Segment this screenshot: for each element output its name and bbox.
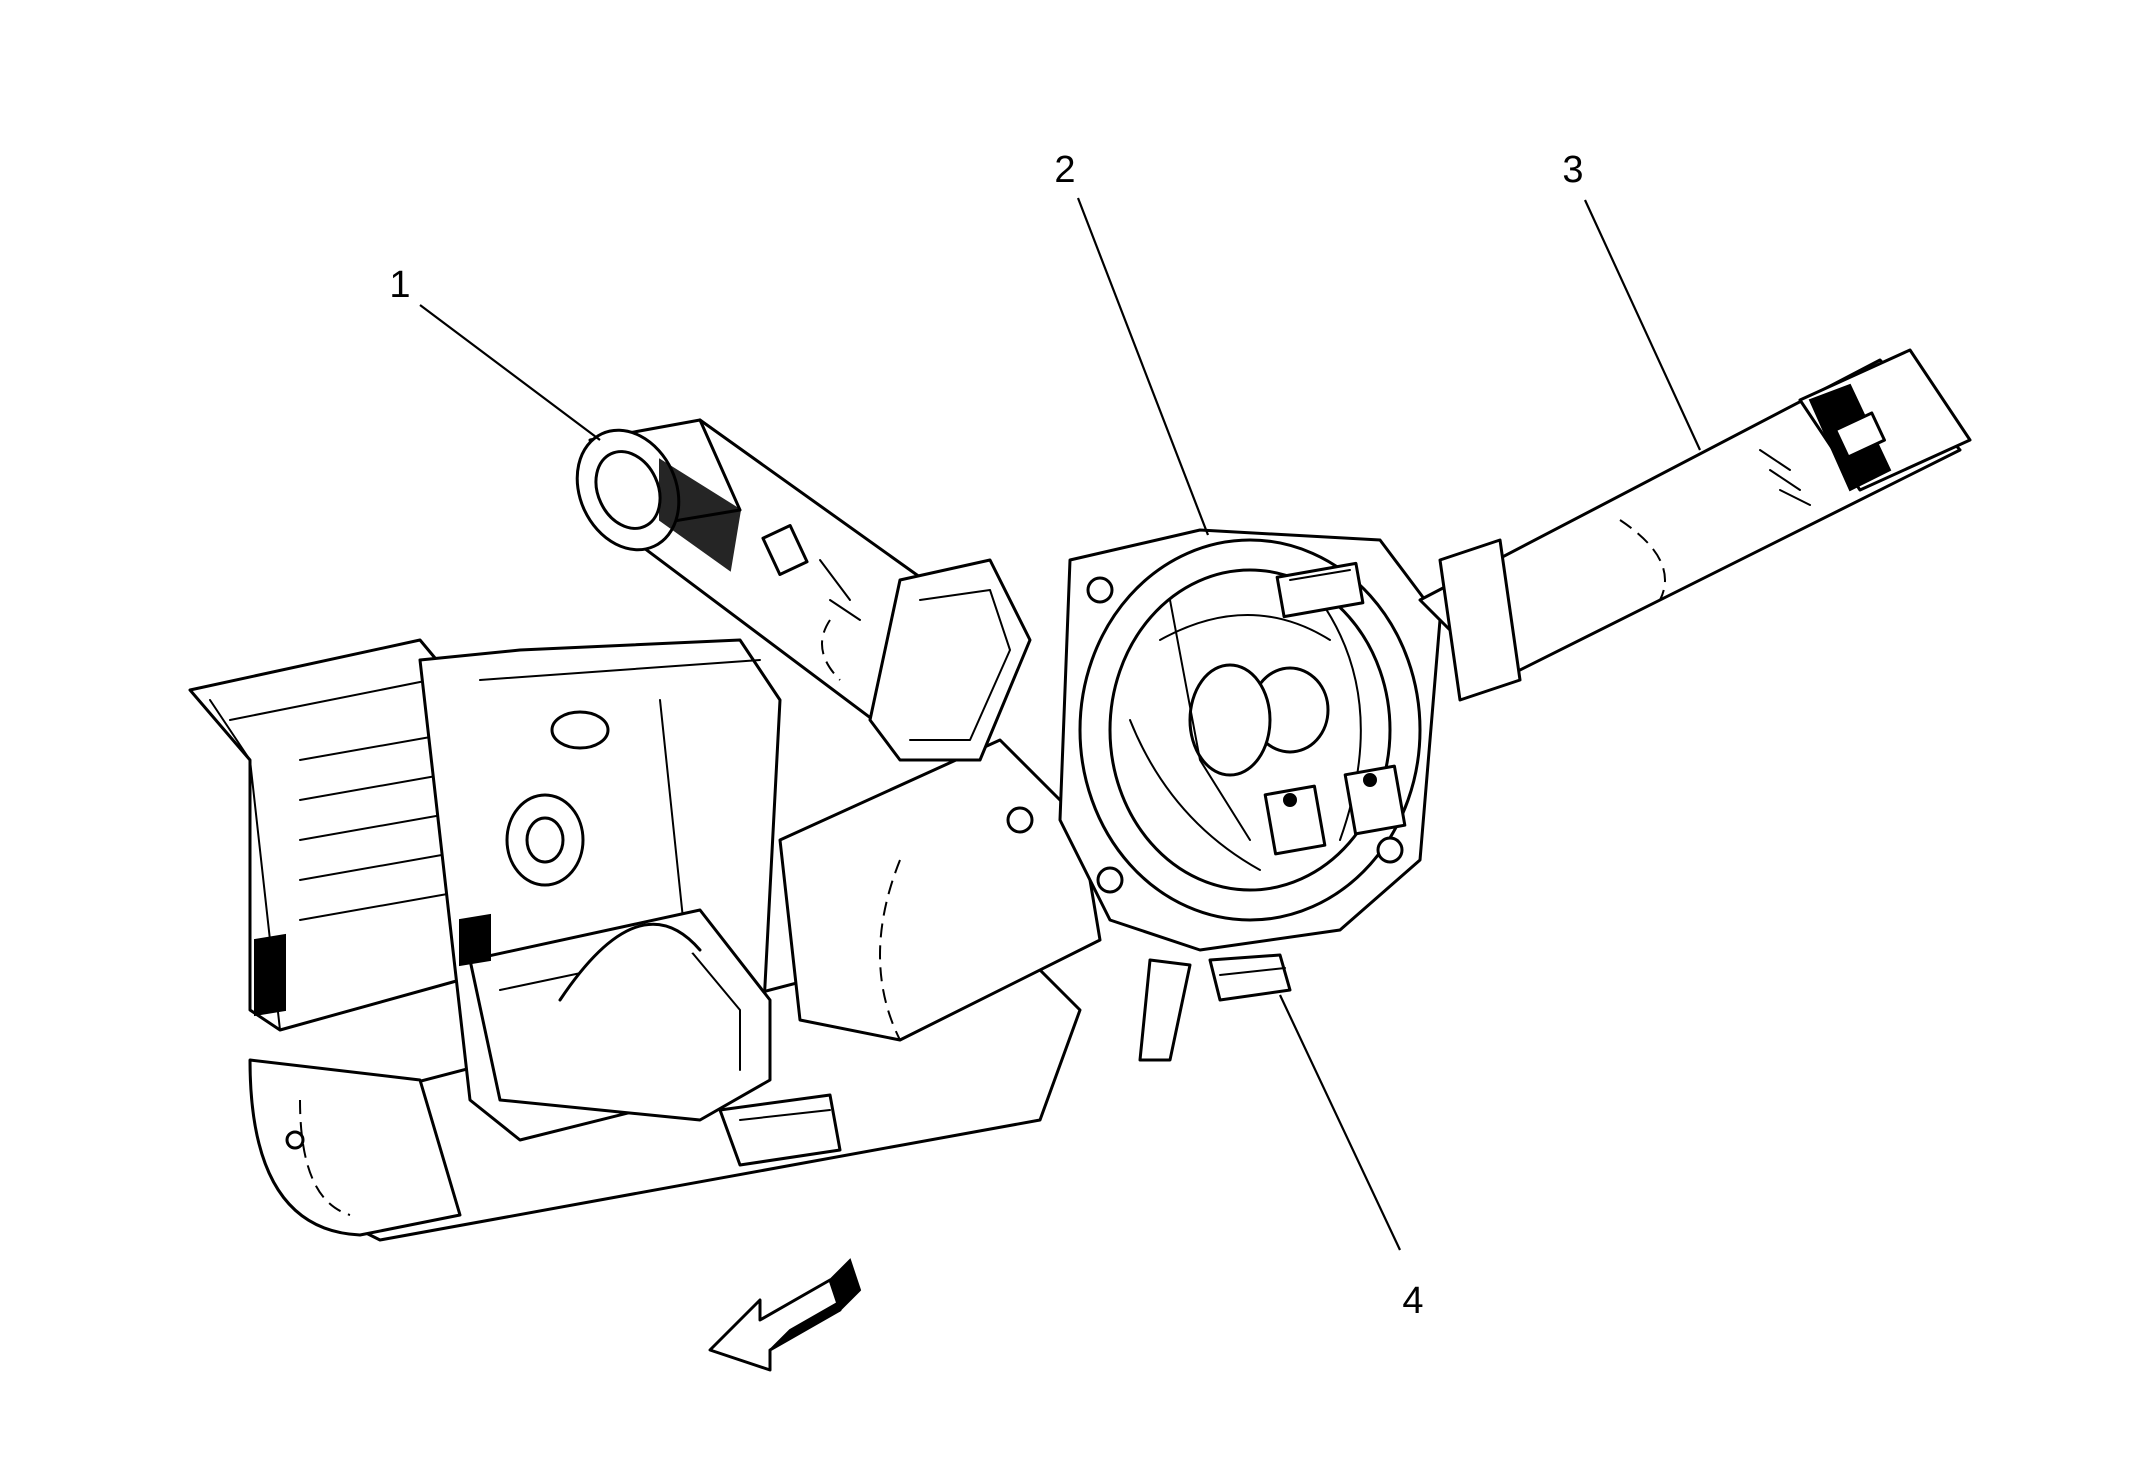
wiper-switch-lever (1418, 348, 1972, 702)
steering-column-housing (188, 638, 1102, 1242)
front-direction-arrow (708, 1258, 862, 1372)
callout-4: 4 (1402, 1280, 1423, 1322)
leader-line-2 (1076, 197, 1210, 536)
callout-1: 1 (389, 264, 410, 306)
steering-wheel-coil (1006, 528, 1442, 1062)
leader-line-4 (1279, 994, 1401, 1251)
coil-connector (1208, 953, 1292, 1002)
leader-line-1 (419, 304, 601, 441)
callout-2: 2 (1054, 149, 1075, 191)
callout-3: 3 (1562, 149, 1583, 191)
leader-line-3 (1584, 199, 1701, 451)
turn-signal-lever (575, 418, 1032, 762)
